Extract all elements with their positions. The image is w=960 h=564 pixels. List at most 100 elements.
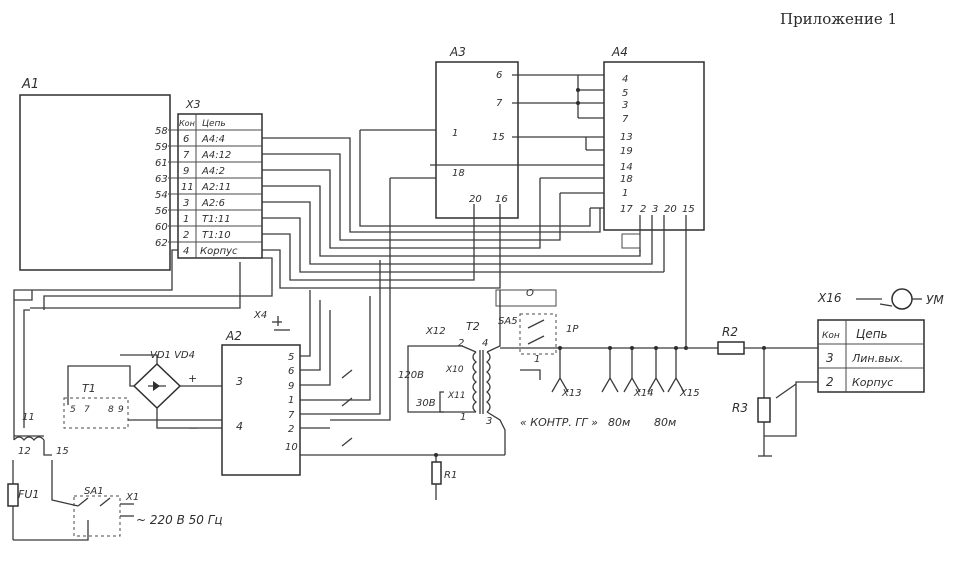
t1-pin: 7: [84, 405, 90, 415]
bridge-vd1-vd4: VD1 VD4 + −: [67, 350, 222, 435]
x3-row-pin: 11: [181, 182, 194, 193]
t2-pin: 4: [482, 338, 488, 349]
block-a3: A3 6 7 15 1 18 20 16: [435, 45, 519, 219]
block-a4-label: A4: [611, 45, 628, 59]
t1-pin: 9: [118, 405, 124, 415]
transformer-t2: T2 X12 2 4 1 3 120В 30В X10 X11: [398, 290, 506, 462]
connector-x3: X3 Кон Цепь 6 А4:4 7 А4:12 9 А4:2 11 А2:…: [177, 98, 263, 259]
x3-row-pin: 3: [183, 198, 189, 209]
left-feeds: [13, 249, 273, 310]
x16-header-net: Цепь: [856, 327, 888, 341]
a2-pin: 7: [288, 410, 295, 421]
t1-label: T1: [82, 382, 96, 395]
ohm80-caption-b: 80м: [654, 416, 676, 429]
x3-row-pin: 2: [183, 230, 189, 241]
a4-pin: 18: [620, 174, 633, 185]
ohm80-caption-a: 80м: [608, 416, 630, 429]
t2-pin: 2: [458, 338, 464, 349]
output-network: R2 R3: [686, 325, 818, 457]
t1-pin: 5: [70, 405, 76, 415]
x3-row-pin: 4: [183, 246, 189, 257]
contr-gen-caption: « КОНТР. ГГ »: [520, 416, 598, 429]
t1-pin-12: 12: [18, 446, 31, 457]
a2-pin: 1: [288, 395, 294, 406]
a4-pin: 2: [640, 204, 646, 215]
block-a2-label: A2: [225, 329, 242, 343]
a2-pin: 5: [288, 352, 294, 363]
mains-input: FU1 SA1 X1 ~ 220 В 50 Гц: [7, 460, 223, 541]
x3-row-net: Т1:11: [202, 214, 231, 225]
x3-row-net: А4:2: [201, 166, 225, 177]
sa5-pos-o: О: [526, 288, 534, 299]
block-a1-label: A1: [21, 77, 39, 92]
bridge-label: VD1 VD4: [150, 350, 195, 361]
a1-pin: 61: [155, 158, 168, 169]
x13-label: X13: [561, 388, 582, 399]
a2-pin: 9: [288, 381, 294, 392]
x16-label: X16: [817, 291, 842, 305]
r3-label: R3: [732, 401, 748, 415]
t2-tap-30: 30В: [416, 398, 436, 409]
a3-pin: 20: [469, 194, 482, 205]
sa5-pos-1p: 1Р: [566, 324, 579, 335]
a4-pin: 1: [622, 188, 628, 199]
a3-pin: 18: [452, 168, 465, 179]
t1-pin-11: 11: [22, 412, 35, 423]
a4-pin: 15: [682, 204, 695, 215]
bus-bundle: [262, 129, 664, 421]
appendix-label: Приложение 1: [780, 10, 897, 28]
a1-pin: 58: [155, 126, 168, 137]
a2-pin: 4: [236, 420, 243, 433]
x3-header-pin: Кон: [179, 119, 195, 128]
block-a1: A1 58 59 61 63 54 56 60 62: [19, 77, 178, 271]
a3-pin: 6: [496, 70, 502, 81]
bridge-plus: +: [188, 372, 197, 385]
a2-pin: 2: [288, 424, 294, 435]
a1-pin-numbers: 58 59 61 63 54 56 60 62: [155, 126, 168, 249]
a1-pin: 56: [155, 206, 168, 217]
sa5-pos-1: 1: [534, 354, 540, 365]
x3-label: X3: [185, 98, 201, 111]
block-a2: A2 3 4 5 6 9 1 7 2 10: [221, 329, 301, 476]
um-label: УМ: [926, 293, 944, 307]
a3-pin: 7: [496, 98, 503, 109]
x3-row-net: А4:4: [201, 134, 225, 145]
a2-wires: [300, 260, 505, 456]
mains-caption: ~ 220 В 50 Гц: [136, 513, 223, 527]
x15-label: X15: [679, 388, 700, 399]
t1-pin: 8: [108, 405, 114, 415]
block-a4: A4 4 5 3 7 13 19 14 18 1 17 2 3 20 15: [603, 45, 705, 231]
x16-row-net: Лин.вых.: [851, 352, 903, 365]
a1-pin: 63: [155, 174, 168, 185]
x16-table: Кон Цепь 3 Лин.вых. 2 Корпус: [817, 319, 925, 393]
connector-x4: X4: [253, 310, 290, 331]
x12-label: X12: [425, 326, 446, 337]
a1-pin: 62: [155, 238, 168, 249]
a3-a4-jumpers: [512, 74, 604, 151]
x3-header-net: Цепь: [202, 119, 226, 129]
block-a3-label: A3: [449, 45, 466, 59]
x3-row-net: Т1:10: [202, 230, 231, 241]
transformer-t1: T1 5 7 8 9 11 12 15: [13, 290, 222, 457]
x3-row-pin: 1: [183, 214, 189, 225]
a4-pin: 17: [620, 204, 633, 215]
t2-label: T2: [466, 320, 480, 333]
a4-pin: 7: [622, 114, 629, 125]
resistor-r1: R1: [431, 453, 457, 500]
sa1-label: SA1: [84, 486, 104, 497]
a1-pin: 54: [155, 190, 168, 201]
x16-row-pin: 3: [826, 351, 834, 365]
r2-label: R2: [722, 325, 738, 339]
a4-pin: 3: [652, 204, 658, 215]
t2-pin: 3: [486, 416, 492, 427]
a4-pin: 19: [620, 146, 633, 157]
x3-row-net: Корпус: [200, 246, 238, 257]
x4-label: X4: [253, 310, 267, 321]
x3-row-net: А2:11: [201, 182, 231, 193]
a3-pin: 16: [495, 194, 508, 205]
a4-pin: 5: [622, 88, 628, 99]
x1-label: X1: [125, 492, 139, 503]
x3-row-net: А2:6: [201, 198, 225, 209]
x10-label: X10: [445, 365, 464, 375]
x16-row-pin: 2: [826, 375, 834, 389]
